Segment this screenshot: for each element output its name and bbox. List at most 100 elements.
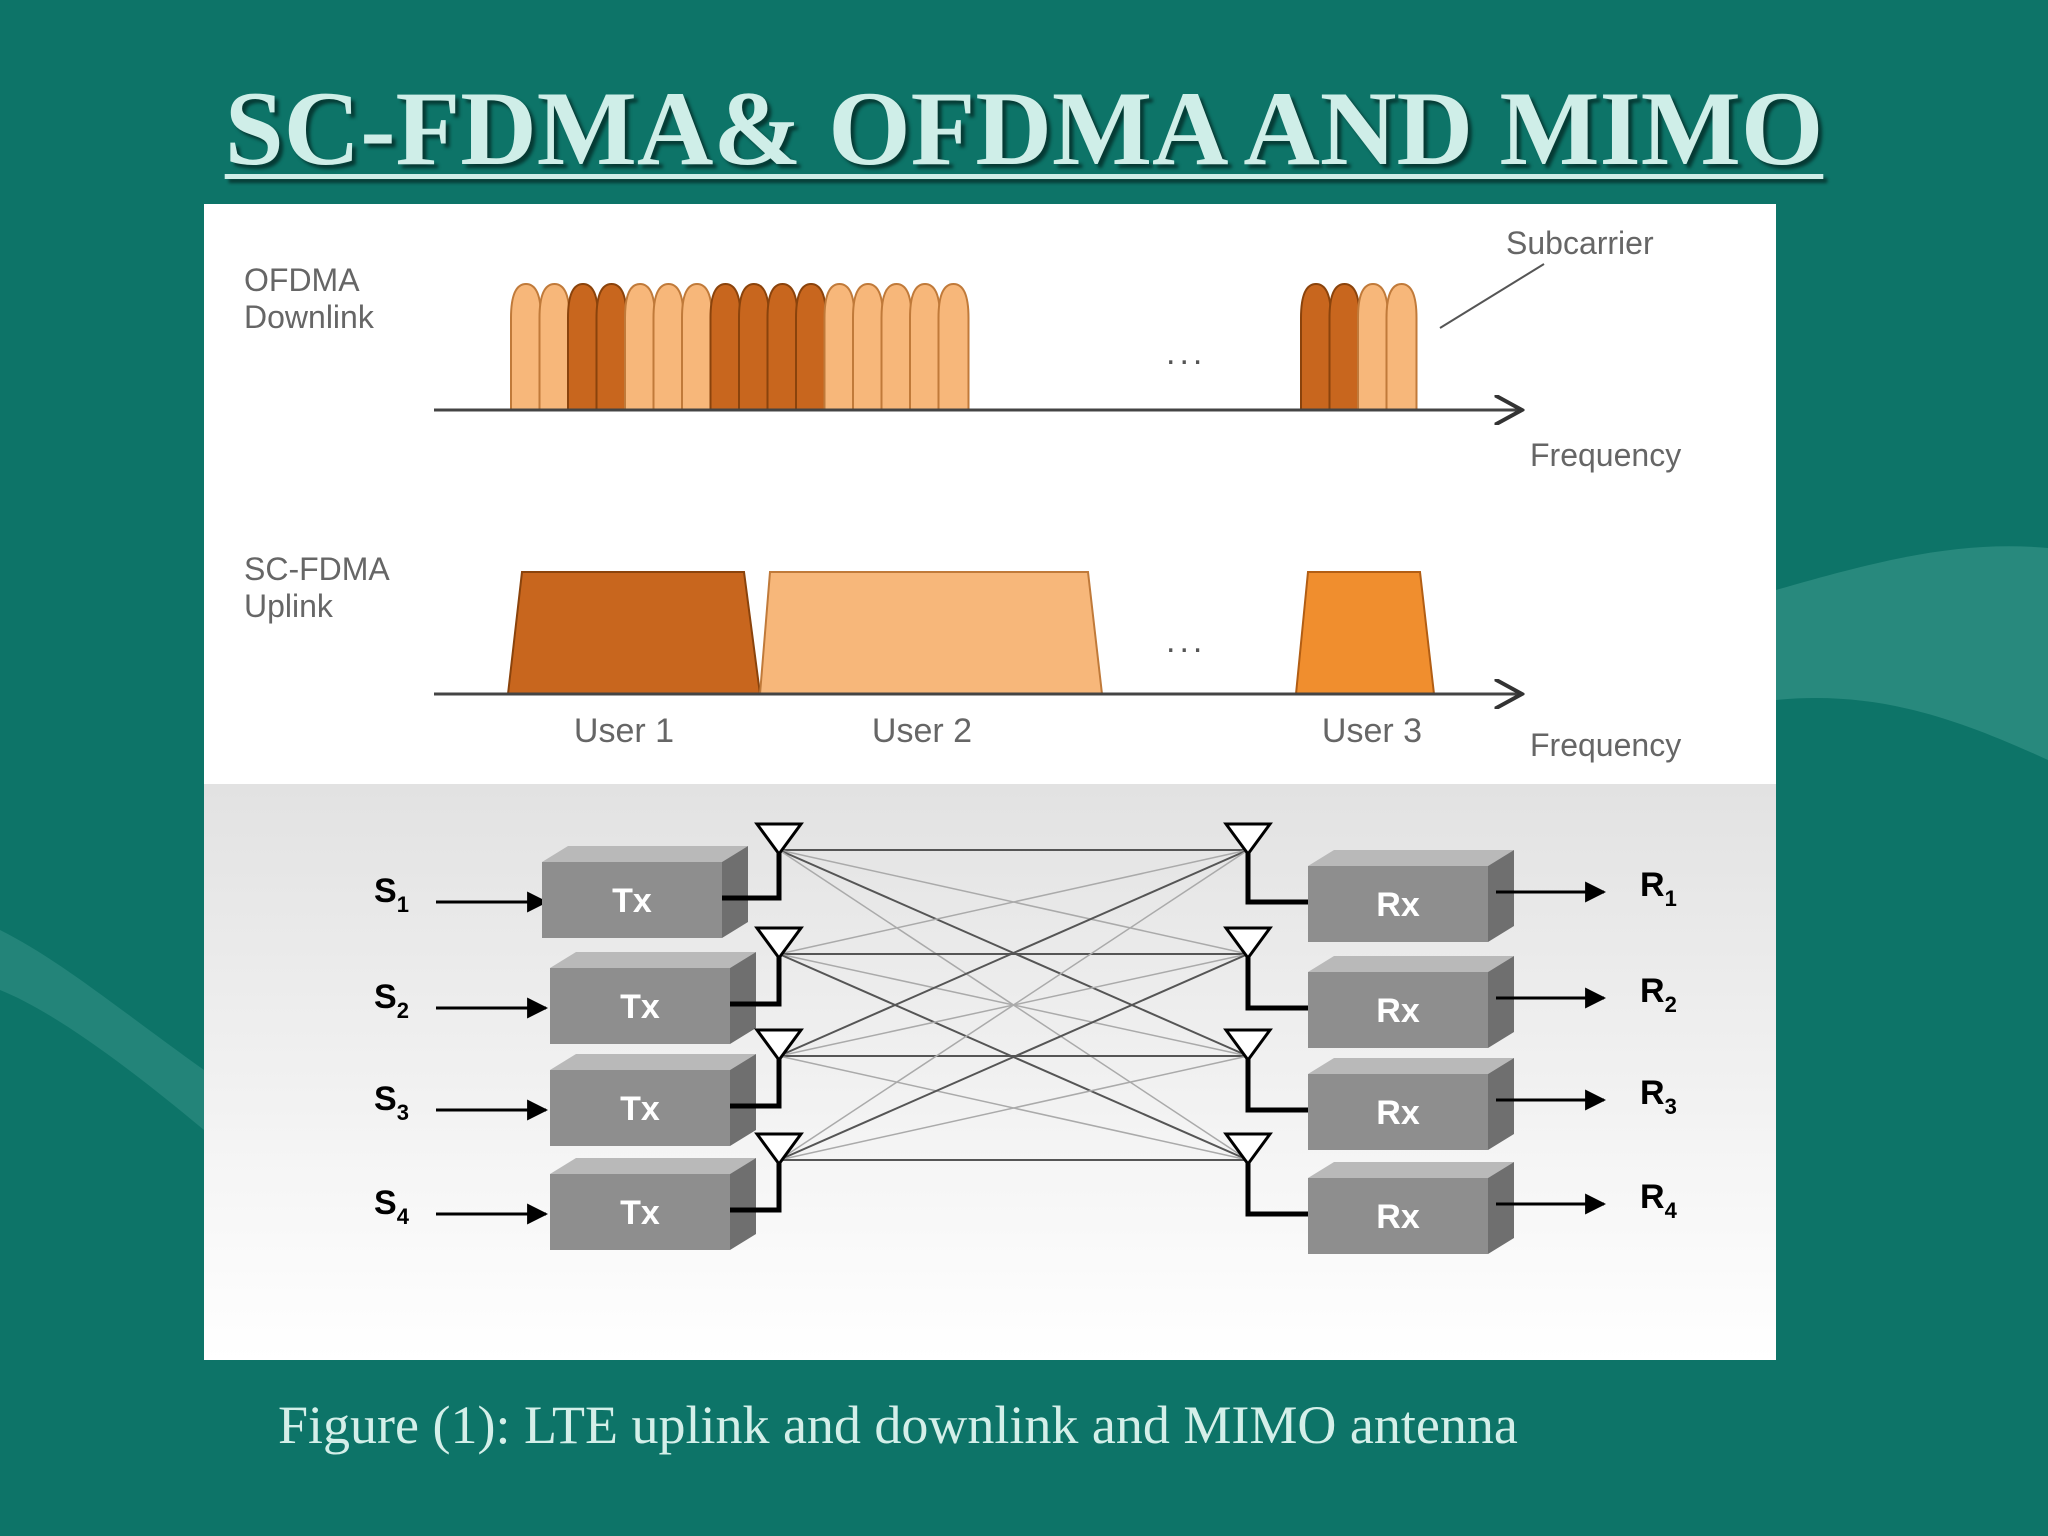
rx-block-front-face bbox=[1308, 866, 1488, 942]
rx-block: Rx bbox=[1308, 850, 1514, 942]
subcarrier-pulse bbox=[681, 282, 713, 411]
mimo-link-line bbox=[778, 849, 1249, 1057]
mimo-link-lines bbox=[778, 849, 1249, 1161]
subcarrier-pulse bbox=[652, 282, 685, 411]
subcarrier-pointer-line bbox=[1439, 263, 1545, 329]
mimo-link-line bbox=[778, 849, 1249, 1161]
scfdma-ellipsis: ... bbox=[1166, 622, 1206, 660]
scfdma-label-line1: SC-FDMA bbox=[244, 551, 390, 587]
mimo-link-line bbox=[778, 849, 1249, 955]
rx-block-label: Rx bbox=[1376, 886, 1420, 924]
rx-antenna-icon bbox=[1223, 822, 1273, 857]
rx-block-front-face bbox=[1308, 1178, 1488, 1254]
tx-block-front-face bbox=[550, 968, 730, 1044]
rx-block-front-face bbox=[1308, 1074, 1488, 1150]
mimo-link-line bbox=[778, 953, 1249, 1161]
subcarrier-pulse bbox=[538, 282, 571, 411]
scfdma-axis-label: Frequency bbox=[1530, 727, 1681, 763]
rx-feed-line bbox=[1245, 1162, 1308, 1217]
tx-block-label: Tx bbox=[612, 882, 652, 920]
tx-block-top-face bbox=[542, 846, 748, 862]
rx-block-side-face bbox=[1488, 850, 1514, 942]
user-2-label: User 2 bbox=[872, 712, 972, 750]
slide-title: SC-FDMA& OFDMA AND MIMO bbox=[224, 70, 1824, 187]
subcarrier-pulse bbox=[852, 282, 884, 411]
subcarrier-pulse bbox=[595, 282, 628, 411]
tx-block-front-face bbox=[550, 1174, 730, 1250]
subcarrier-pulse bbox=[823, 282, 856, 411]
tx-feed-line bbox=[730, 1058, 782, 1109]
tx-feed-line bbox=[730, 1162, 782, 1213]
rx-block-side-face bbox=[1488, 1162, 1514, 1254]
tx-block-side-face bbox=[730, 1054, 756, 1146]
ofdma-label-line2: Downlink bbox=[244, 299, 375, 335]
rx-feed-line bbox=[1245, 956, 1308, 1011]
rx-block: Rx bbox=[1308, 1162, 1514, 1254]
tx-antenna-icon bbox=[754, 926, 804, 961]
subcarrier-label: Subcarrier bbox=[1506, 225, 1654, 261]
subcarrier-pulse bbox=[624, 282, 656, 411]
tx-block-side-face bbox=[722, 846, 748, 938]
subcarrier-pulse bbox=[795, 282, 827, 411]
background-wave-right bbox=[1776, 546, 2048, 760]
tx-block-top-face bbox=[550, 1054, 756, 1070]
tx-block-front-face bbox=[550, 1070, 730, 1146]
user-2-block bbox=[758, 571, 1104, 695]
ofdma-subcarrier-group bbox=[510, 282, 1418, 411]
subcarrier-pulse bbox=[909, 282, 941, 411]
rx-block: Rx bbox=[1308, 956, 1514, 1048]
rx-feed-line bbox=[1245, 1058, 1308, 1113]
tx-block-front-face bbox=[542, 862, 722, 938]
mimo-link-line bbox=[778, 1055, 1249, 1161]
tx-feed-line bbox=[730, 956, 782, 1007]
tx-block: Tx bbox=[550, 952, 756, 1044]
rx-block-side-face bbox=[1488, 1058, 1514, 1150]
rx-block-side-face bbox=[1488, 956, 1514, 1048]
subcarrier-pulse bbox=[709, 282, 742, 411]
rx-block: Rx bbox=[1308, 1058, 1514, 1150]
rx-block-label: Rx bbox=[1376, 1094, 1420, 1132]
figure-panel: OFDMA Downlink ... Frequency Subcarrier … bbox=[204, 204, 1776, 1360]
ofdma-label-line1: OFDMA bbox=[244, 262, 360, 298]
tx-block-side-face bbox=[730, 952, 756, 1044]
rx-block-top-face bbox=[1308, 1058, 1514, 1074]
ofdma-ellipsis: ... bbox=[1166, 334, 1206, 372]
rx-block-label: Rx bbox=[1376, 1198, 1420, 1236]
ofdma-axis-label: Frequency bbox=[1530, 437, 1681, 473]
tx-antenna-icon bbox=[754, 822, 804, 857]
rx-antenna-icon bbox=[1223, 1028, 1273, 1063]
tx-block-top-face bbox=[550, 952, 756, 968]
subcarrier-pulse bbox=[567, 282, 599, 411]
scfdma-label-line2: Uplink bbox=[244, 588, 334, 624]
subcarrier-pulse bbox=[738, 282, 770, 411]
tx-block: Tx bbox=[542, 846, 748, 938]
rx-block-top-face bbox=[1308, 1162, 1514, 1178]
rx-block-front-face bbox=[1308, 972, 1488, 1048]
rx-feed-line bbox=[1245, 852, 1308, 905]
rx-block-top-face bbox=[1308, 850, 1514, 866]
tx-block-label: Tx bbox=[620, 1090, 660, 1128]
scfdma-section: SC-FDMA Uplink ... User 1 User 2 User 3 … bbox=[244, 551, 1681, 763]
tx-block-side-face bbox=[730, 1158, 756, 1250]
subcarrier-pulse bbox=[880, 282, 913, 411]
rx-block-top-face bbox=[1308, 956, 1514, 972]
rx-block-label: Rx bbox=[1376, 992, 1420, 1030]
subcarrier-pulse bbox=[937, 282, 970, 411]
tx-feed-line bbox=[722, 852, 782, 901]
tx-block-label: Tx bbox=[620, 1194, 660, 1232]
subcarrier-pulse bbox=[1357, 282, 1389, 411]
user-1-block bbox=[506, 571, 762, 695]
background-wave-left bbox=[0, 930, 204, 1130]
user-3-label: User 3 bbox=[1322, 712, 1422, 750]
mimo-background bbox=[204, 784, 1776, 1360]
subcarrier-pulse bbox=[1300, 282, 1332, 411]
tx-block: Tx bbox=[550, 1158, 756, 1250]
figure-caption: Figure (1): LTE uplink and downlink and … bbox=[278, 1395, 1518, 1455]
subcarrier-pulse bbox=[766, 282, 799, 411]
tx-block-top-face bbox=[550, 1158, 756, 1174]
subcarrier-pulse bbox=[1385, 282, 1418, 411]
